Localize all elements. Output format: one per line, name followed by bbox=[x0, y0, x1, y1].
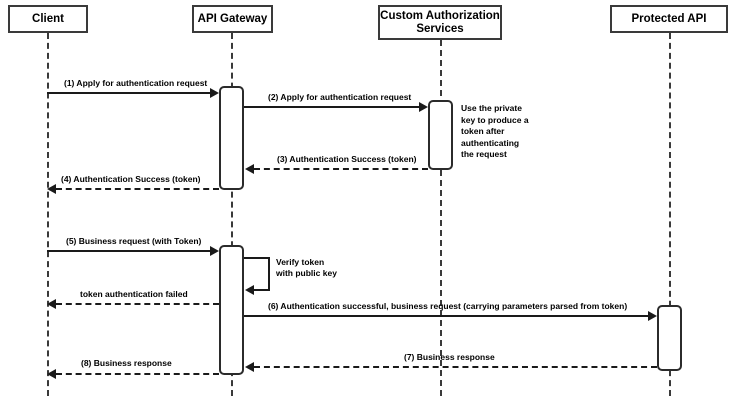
message-7-arrowhead bbox=[245, 362, 254, 372]
message-3-line bbox=[254, 168, 428, 170]
self-message-label-line1: Verify token bbox=[276, 257, 325, 267]
message-2-line bbox=[244, 106, 419, 108]
lifeline-protected-api bbox=[669, 33, 671, 396]
message-3-label: (3) Authentication Success (token) bbox=[277, 154, 417, 164]
self-message-label-line2: with public key bbox=[276, 268, 337, 278]
message-7-line bbox=[254, 366, 657, 368]
message-8-label: (8) Business response bbox=[81, 358, 172, 368]
message-8-line bbox=[56, 373, 219, 375]
participant-client[interactable]: Client bbox=[8, 5, 88, 33]
participant-api-gateway[interactable]: API Gateway bbox=[192, 5, 273, 33]
message-3-arrowhead bbox=[245, 164, 254, 174]
message-5-label: (5) Business request (with Token) bbox=[66, 236, 202, 246]
message-token-auth-failed-arrowhead bbox=[47, 299, 56, 309]
self-message-arrowhead bbox=[245, 285, 254, 295]
self-message-top-segment bbox=[244, 257, 270, 259]
note-cas-line1: Use the private bbox=[461, 103, 522, 113]
note-cas-line2: key to produce a bbox=[461, 114, 529, 125]
participant-protected-api-label: Protected API bbox=[631, 12, 707, 25]
message-4-line bbox=[56, 188, 219, 190]
message-1-arrowhead bbox=[210, 88, 219, 98]
participant-api-gateway-label: API Gateway bbox=[197, 12, 268, 25]
message-1-line bbox=[47, 92, 210, 94]
self-message-bottom-segment bbox=[253, 289, 270, 291]
note-cas-line3: token after bbox=[461, 126, 505, 136]
activation-protected-api bbox=[657, 305, 682, 371]
activation-api-gateway-business bbox=[219, 245, 244, 375]
lifeline-api-gateway bbox=[231, 33, 233, 396]
message-6-label: (6) Authentication successful, business … bbox=[268, 301, 628, 311]
message-5-arrowhead bbox=[210, 246, 219, 256]
note-cas-line4: authenticating bbox=[461, 137, 520, 148]
message-5-line bbox=[47, 250, 210, 252]
message-2-arrowhead bbox=[419, 102, 428, 112]
message-1-label: (1) Apply for authentication request bbox=[64, 78, 208, 88]
message-4-label: (4) Authentication Success (token) bbox=[61, 174, 201, 184]
participant-custom-authorization-services[interactable]: Custom Authorization Services bbox=[378, 5, 502, 40]
note-cas-line5: the request bbox=[461, 149, 507, 159]
activation-api-gateway-auth bbox=[219, 86, 244, 190]
message-2-label: (2) Apply for authentication request bbox=[268, 92, 412, 102]
note-cas-private-key: Use the private key to produce a token a… bbox=[461, 103, 531, 161]
participant-cas-label-line2: Services bbox=[416, 22, 464, 35]
activation-custom-authorization-services bbox=[428, 100, 453, 170]
participant-protected-api[interactable]: Protected API bbox=[610, 5, 728, 33]
message-6-line bbox=[244, 315, 648, 317]
message-7-label: (7) Business response bbox=[404, 352, 495, 362]
participant-cas-label-line1: Custom Authorization bbox=[380, 9, 500, 22]
message-4-arrowhead bbox=[47, 184, 56, 194]
message-6-arrowhead bbox=[648, 311, 657, 321]
self-message-right-segment bbox=[268, 257, 270, 290]
message-token-auth-failed-label: token authentication failed bbox=[80, 289, 188, 299]
lifeline-custom-authorization-services bbox=[440, 40, 442, 396]
message-token-auth-failed-line bbox=[56, 303, 219, 305]
participant-client-label: Client bbox=[32, 12, 64, 25]
message-8-arrowhead bbox=[47, 369, 56, 379]
lifeline-client bbox=[47, 33, 49, 396]
